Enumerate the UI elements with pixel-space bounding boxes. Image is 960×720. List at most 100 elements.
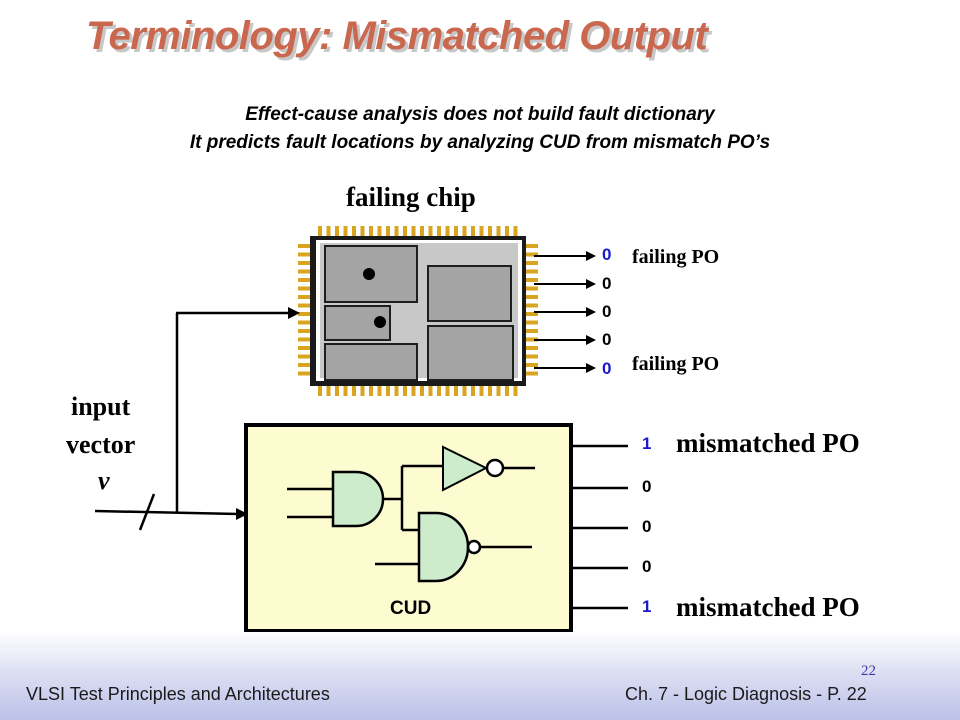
chip-pin [298,329,310,333]
chip-pin [526,337,538,342]
cud-output-bit: 1 [642,434,652,453]
footer-course-title: VLSI Test Principles and Architectures [26,684,330,704]
chip-output-bit: 0 [602,359,612,378]
chip-pin [298,295,310,299]
arrow-head [236,508,248,520]
input-vector-wire [94,509,239,516]
fault-dot [363,268,375,280]
chip-pin [428,226,433,236]
chip-pin [298,303,310,308]
chip-pin [488,386,492,396]
chip-pin [420,386,424,396]
chip-pin [369,226,373,236]
chip-pin [454,226,458,236]
chip-block [324,305,391,341]
chip-pins [298,226,538,396]
chip-pin [462,226,467,236]
failing-po-label: failing PO [632,353,720,375]
chip-output-bit: 0 [602,330,612,349]
chip-pin [526,252,538,257]
chip-pin [513,226,518,236]
cud-output-lines [569,444,628,610]
chip-pin [298,244,310,248]
chip-pin [326,226,331,236]
chip-pin [377,226,382,236]
chip-pin [386,226,390,236]
chip-pin [496,226,501,236]
chip-pin [526,312,538,316]
chip-pin [343,386,348,396]
chip-pin [526,303,538,308]
chip-output-bit: 0 [602,274,612,293]
arrow-head [586,335,596,345]
nand-bubble [466,539,482,555]
chip-block [427,325,514,381]
chip-pin [526,371,538,376]
chip-pin [403,226,407,236]
chip-pin [394,226,399,236]
cud-output-bit: 0 [642,517,652,536]
chip-pin [505,226,509,236]
chip-pin [298,269,310,274]
chip-pin [526,295,538,299]
chip-pin [437,226,441,236]
chip-output-bit: 0 [602,302,612,321]
chip-pin [411,226,416,236]
chip-pin [298,354,310,359]
failing-po-label: failing PO [632,246,720,268]
chip-pin [471,226,475,236]
and-gate [331,470,385,528]
chip-block [427,265,512,322]
input-vector-label: input [71,392,131,421]
inverter-bubble [485,458,505,478]
cud-output-bit: 1 [642,597,652,616]
fault-dot [374,316,386,328]
chip-pin [526,346,538,350]
chip-pin [526,354,538,359]
chip-pin [360,386,365,396]
chip-pin [298,278,310,282]
chip-pin [428,386,433,396]
inverter-gate [442,445,489,492]
chip-pin [298,252,310,257]
chip-pin [326,386,331,396]
chip-pin [411,386,416,396]
chip-pin [298,261,310,265]
chip-pin [298,320,310,325]
cud-output-bit: 0 [642,477,652,496]
chip-pin [479,226,484,236]
chip-pin [479,386,484,396]
chip-pin [298,371,310,376]
input-vector-symbol: v [98,466,110,495]
chip-pin [369,386,373,396]
chip-pin [318,386,322,396]
chip-pin [386,386,390,396]
chip-pin [505,386,509,396]
chip-pin [298,286,310,291]
chip-pin [496,386,501,396]
chip-pin [298,346,310,350]
chip-pin [318,226,322,236]
chip-pin [437,386,441,396]
subtitle-line-2: It predicts fault locations by analyzing… [189,132,771,153]
chip-pin [343,226,348,236]
chip-pin [526,244,538,248]
footer-bar [0,632,960,720]
arrow-head [586,363,596,373]
arrow-head [288,307,300,319]
page-number: 22 [861,663,876,679]
chip-pin [471,386,475,396]
chip-pin [335,386,339,396]
arrow-head [586,279,596,289]
arrow-head [586,251,596,261]
chip-pin [445,386,450,396]
chip-pin [403,386,407,396]
chip-pin [335,226,339,236]
mismatched-po-label: mismatched PO [676,592,860,622]
bus-slash [138,493,156,531]
chip-pin [526,286,538,291]
chip-pin [526,320,538,325]
cud-output-bit: 0 [642,557,652,576]
chip-pin [298,312,310,316]
chip-pin [513,386,518,396]
